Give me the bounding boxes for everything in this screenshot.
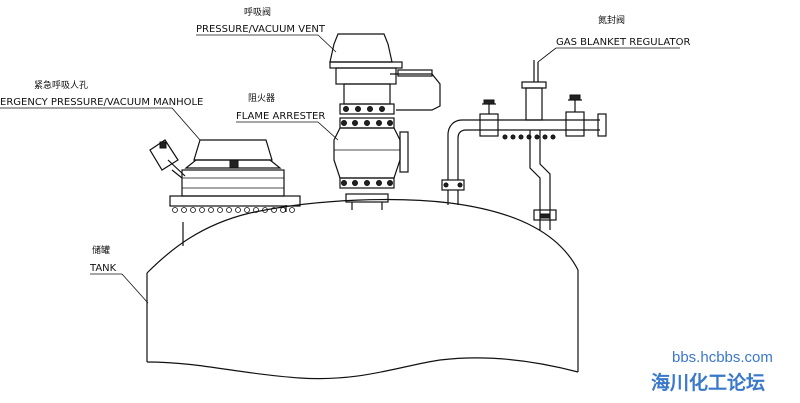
label-gas-regulator: 氮封阀 GAS BLANKET REGULATOR — [556, 14, 690, 49]
gas-blanket-piping — [441, 47, 607, 230]
header-bolts — [502, 134, 556, 140]
label-pv-vent: 呼吸阀 PRESSURE/VACUUM VENT — [196, 7, 337, 53]
gas-regulator-cn-label: 氮封阀 — [598, 14, 625, 26]
gas-regulator-en-label: GAS BLANKET REGULATOR — [556, 37, 690, 48]
arrester-en-label: FLAME ARRESTER — [236, 111, 325, 122]
manhole-bolt-row — [172, 207, 295, 213]
watermark-name: 海川化工论坛 — [651, 371, 765, 394]
tank-cn-label: 储罐 — [92, 244, 110, 256]
manhole-cn-label: 紧急呼吸人孔 — [34, 79, 88, 91]
watermark: bbs.hcbbs.com 海川化工论坛 — [651, 349, 773, 394]
pressure-vacuum-vent — [329, 33, 441, 115]
tank-body — [146, 198, 579, 380]
label-manhole: 紧急呼吸人孔 ERGENCY PRESSURE/VACUUM MANHOLE — [0, 79, 203, 141]
watermark-url: bbs.hcbbs.com — [672, 349, 773, 366]
emergency-manhole — [149, 139, 301, 213]
arrester-cn-label: 阻火器 — [248, 93, 275, 104]
manhole-en-label: ERGENCY PRESSURE/VACUUM MANHOLE — [0, 97, 203, 108]
flame-arrester — [333, 117, 409, 210]
label-arrester: 阻火器 FLAME ARRESTER — [236, 93, 339, 141]
pv-vent-cn-label: 呼吸阀 — [244, 7, 271, 18]
tank-en-label: TANK — [89, 263, 117, 274]
pv-vent-en-label: PRESSURE/VACUUM VENT — [196, 24, 326, 35]
label-tank: 储罐 TANK — [89, 244, 149, 304]
